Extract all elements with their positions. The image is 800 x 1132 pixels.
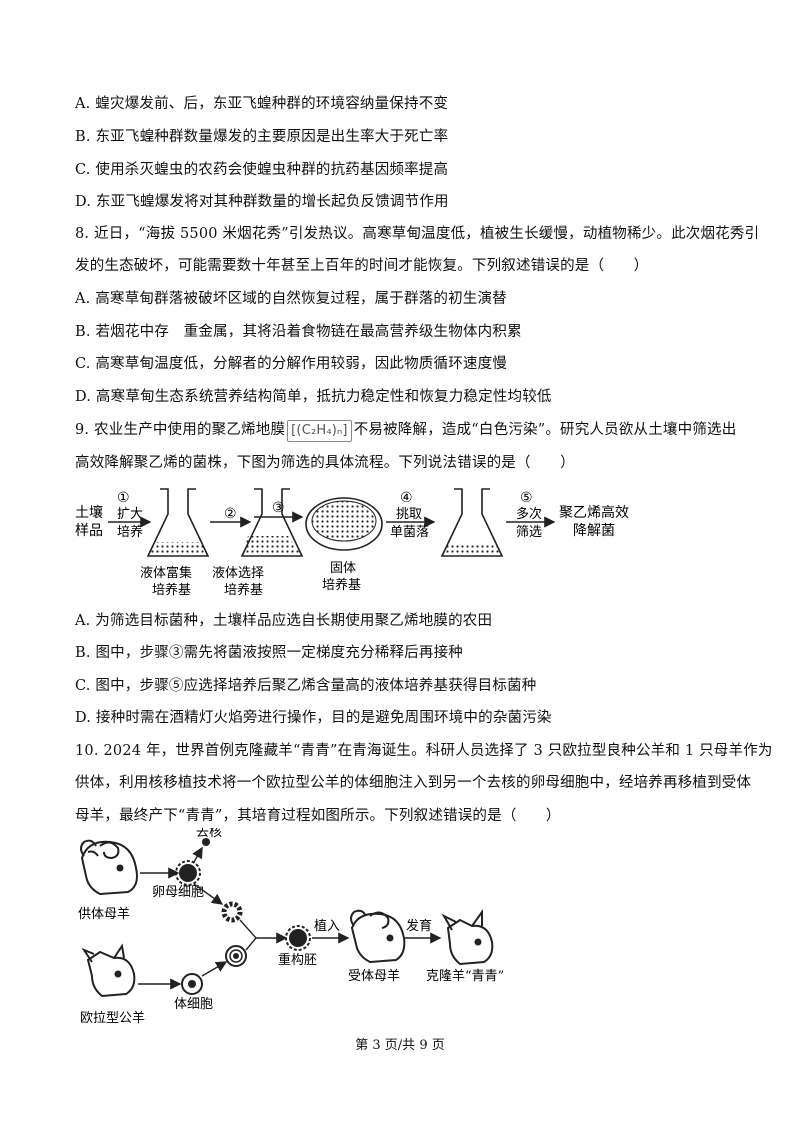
soil-sample-label-2: 样品	[75, 523, 103, 539]
target-strain-label-2: 降解菌	[573, 523, 615, 539]
fused-cell-icon	[225, 945, 247, 967]
q9-stem-line1: 9. 农业生产中使用的聚乙烯地膜[(C₂H₄)ₙ]不易被降解，造成“白色污染”。…	[75, 420, 736, 442]
implant-label: 植入	[314, 919, 340, 934]
q9-option-a: A. 为筛选目标菌种，土壤样品应选自长期使用聚乙烯地膜的农田	[75, 613, 493, 629]
step-5-number: ⑤	[520, 490, 533, 506]
remove-nucleus-label: 去核	[196, 828, 222, 840]
q9-stem-pre: 9. 农业生产中使用的聚乙烯地膜	[75, 422, 286, 438]
step-1-label-a: 扩大	[117, 507, 143, 522]
page-footer: 第 3 页/共 9 页	[355, 1038, 445, 1053]
oocyte-label: 卵母细胞	[152, 885, 204, 900]
soil-sample-label-1: 土壤	[75, 504, 103, 521]
dish-label-b: 培养基	[322, 577, 361, 593]
donor-ewe-icon	[80, 839, 138, 896]
q9-stem-line2: 高效降解聚乙烯的菌株，下图为筛选的具体流程。下列说法错误的是（ ）	[75, 455, 575, 471]
ram-label: 欧拉型公羊	[80, 1010, 145, 1026]
q8-option-a: A. 高寒草甸群落被破坏区域的自然恢复过程，属于群落的初生演替	[75, 291, 507, 307]
step-4-number: ④	[400, 490, 413, 506]
embryo-label: 重构胚	[278, 952, 317, 968]
step-4-label-b: 单菌落	[390, 525, 429, 540]
dish-label-a: 固体	[330, 561, 356, 576]
oocyte-icon	[175, 860, 201, 886]
somatic-cell-label: 体细胞	[174, 997, 213, 1012]
step-3-number: ③	[272, 500, 285, 516]
recipient-ewe-icon	[350, 909, 406, 964]
flask-2-label-a: 液体选择	[212, 566, 264, 581]
q7-option-d: D. 东亚飞蝗爆发将对其种群数量的增长起负反馈调节作用	[75, 194, 449, 210]
q9-stem-post: 不易被降解，造成“白色污染”。研究人员欲从土壤中筛选出	[353, 422, 737, 438]
step-1-number: ①	[117, 490, 130, 506]
step-4-label-a: 挑取	[396, 507, 422, 522]
petri-dish-icon	[305, 497, 383, 551]
cloned-lamb-icon	[441, 908, 494, 966]
flask-1-label-b: 培养基	[152, 582, 191, 598]
q8-stem-line2: 发的生态破坏，可能需要数十年甚至上百年的时间才能恢复。下列叙述错误的是（ ）	[75, 258, 649, 274]
q10-cloning-diagram: 供体母羊 卵母细胞 去核 欧拉型公羊 体细胞	[78, 828, 504, 1026]
step-5-label-a: 多次	[516, 506, 542, 522]
step-5-label-b: 筛选	[516, 525, 542, 540]
polyethylene-formula: [(C₂H₄)ₙ]	[287, 420, 352, 442]
q9-option-d: D. 接种时需在酒精灯火焰旁进行操作，目的是避免周围环境中的杂菌污染	[75, 710, 552, 726]
enrichment-flask-icon	[146, 488, 210, 557]
donor-ewe-label: 供体母羊	[78, 906, 130, 922]
somatic-cell-icon	[181, 973, 203, 995]
q9-option-c: C. 图中，步骤⑤应选择培养后聚乙烯含量高的液体培养基获得目标菌种	[75, 678, 537, 694]
step-1-label-b: 培养	[117, 524, 143, 540]
ram-icon	[81, 943, 136, 998]
reconstructed-embryo-icon	[285, 925, 311, 951]
recipient-ewe-label: 受体母羊	[348, 968, 400, 984]
flask-2-label-b: 培养基	[224, 582, 263, 598]
q7-option-a: A. 蝗灾爆发前、后，东亚飞蝗种群的环境容纳量保持不变	[75, 96, 449, 112]
culture-flask-icon	[440, 488, 504, 557]
q9-option-b: B. 图中，步骤③需先将菌液按照一定梯度充分稀释后再接种	[75, 645, 463, 661]
target-strain-label-1: 聚乙烯高效	[559, 504, 629, 521]
q10-stem-line3: 母羊，最终产下“青青”，其培育过程如图所示。下列叙述错误的是（ ）	[75, 808, 561, 824]
q8-option-d: D. 高寒草甸生态系统营养结构简单，抵抗力稳定性和恢复力稳定性均较低	[75, 389, 552, 405]
flask-1-label-a: 液体富集	[140, 565, 192, 581]
q10-stem-line1: 10. 2024 年，世界首例克隆藏羊“青青”在青海诞生。科研人员选择了 3 只…	[75, 743, 773, 759]
q8-stem-line1: 8. 近日，“海拔 5500 米烟花秀”引发热议。高寒草甸温度低，植被生长缓慢，…	[75, 226, 760, 242]
develop-label: 发育	[406, 918, 432, 934]
q9-screening-flow-diagram: 土壤 样品 ① 扩大 培养 液体富集 培养基 ② 液体选择 培养基 ③ 固体 培…	[75, 488, 629, 598]
q10-stem-line2: 供体，利用核移植技术将一个欧拉型公羊的体细胞注入到另一个去核的卵母细胞中，经培养…	[75, 775, 752, 791]
enucleated-oocyte-icon	[221, 901, 243, 923]
q8-option-c: C. 高寒草甸温度低，分解者的分解作用较弱，因此物质循环速度慢	[75, 356, 507, 372]
q7-option-b: B. 东亚飞蝗种群数量爆发的主要原因是出生率大于死亡率	[75, 129, 449, 145]
nucleus-icon	[202, 838, 210, 846]
q8-option-b: B. 若烟花中存 重金属，其将沿着食物链在最高营养级生物体内积累	[75, 324, 522, 340]
q7-option-c: C. 使用杀灭蝗虫的农药会使蝗虫种群的抗药基因频率提高	[75, 162, 449, 178]
selection-flask-icon	[240, 488, 304, 557]
clone-label: 克隆羊“青青”	[426, 968, 504, 984]
step-2-number: ②	[224, 506, 237, 522]
